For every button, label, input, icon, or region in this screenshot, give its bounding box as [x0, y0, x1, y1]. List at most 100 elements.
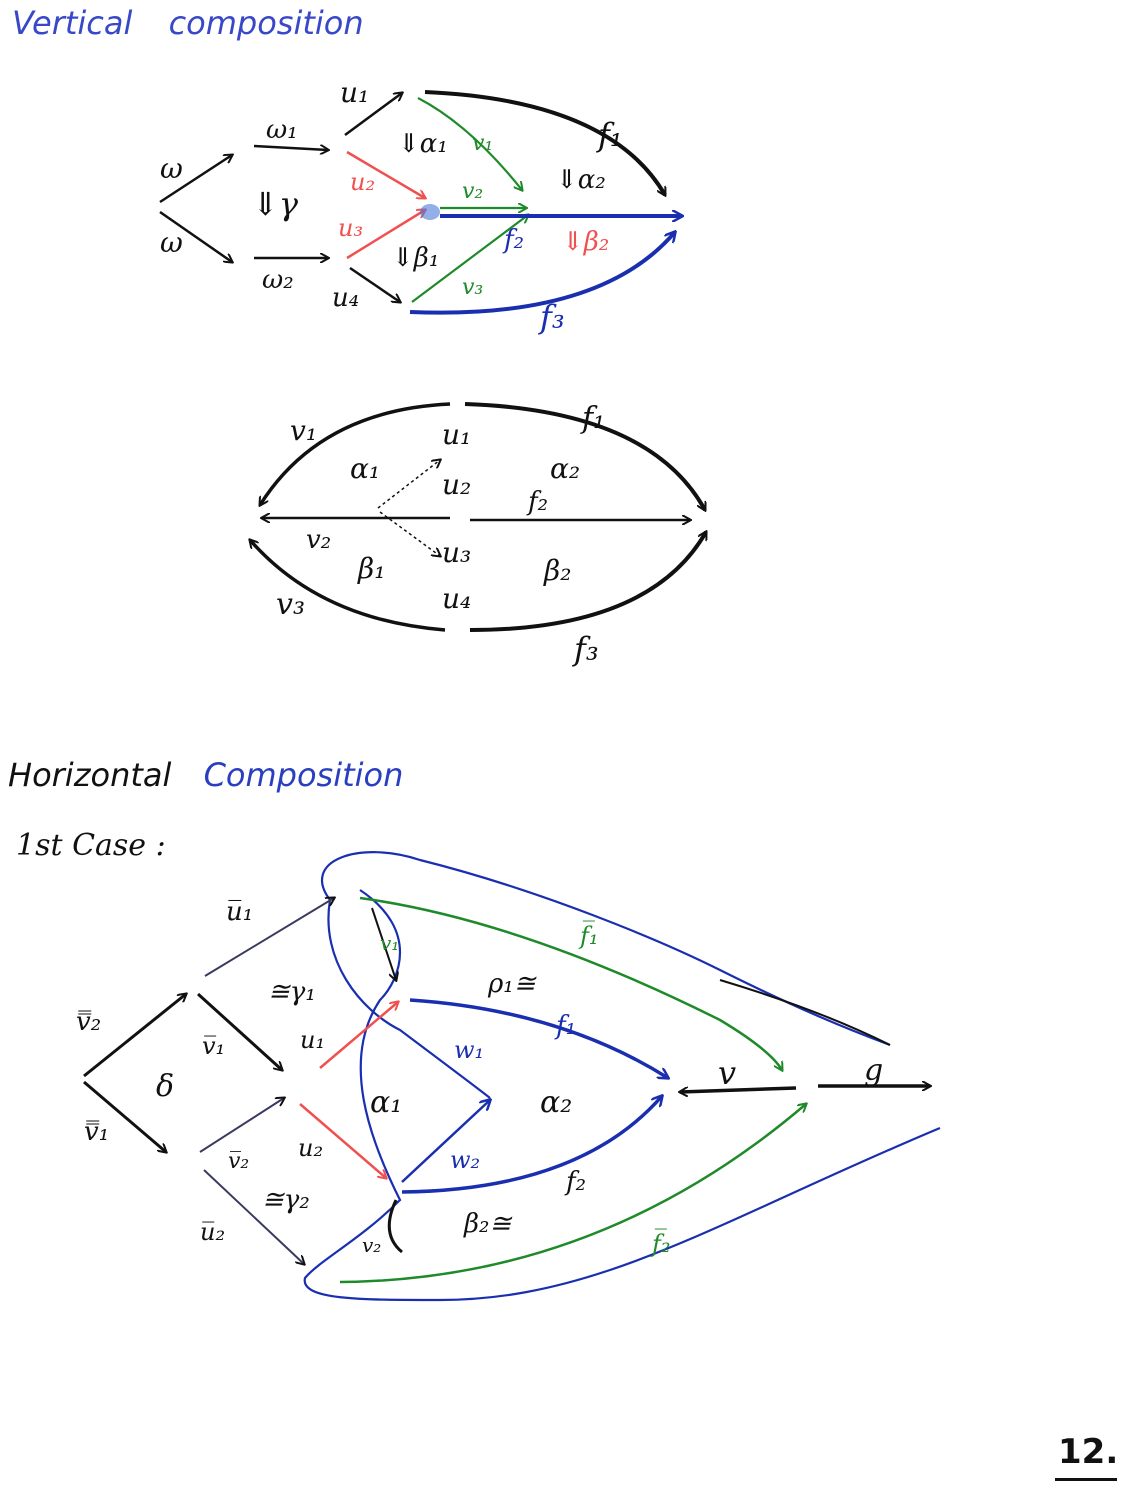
label-u1-d3: u₁: [300, 1026, 325, 1054]
label-v1-d1: v₁: [472, 131, 493, 156]
label-alpha1-d3: α₁: [370, 1085, 402, 1120]
label-vb2: v̅₂: [228, 1149, 249, 1174]
section-title-horizontal-composition: Horizontal Composition: [8, 756, 403, 794]
label-delta: δ: [156, 1069, 174, 1104]
label-u4: u₄: [332, 283, 359, 313]
label-v2-d3: v₂: [362, 1233, 381, 1257]
arrow-v1: [417, 97, 522, 190]
dotted-arrow-up: [377, 460, 440, 509]
label-beta1-d2: β₁: [357, 552, 385, 585]
label-omega1: ω₁: [266, 115, 298, 145]
arrow-v1-d3: [371, 907, 396, 980]
arrow-vbb1: [83, 1080, 166, 1152]
arrow-f1-d2: [464, 402, 707, 510]
arrow-vb1: [196, 992, 282, 1070]
label-ub2: u̅₂: [200, 1218, 225, 1246]
label-u3: u₃: [338, 214, 363, 242]
arrow-u2: [346, 150, 425, 198]
dotted-arrow-down: [379, 511, 440, 556]
label-w1: w₁: [454, 1036, 484, 1064]
arrow-f1-d3: [409, 998, 668, 1078]
label-f2-d3: f₂: [564, 1167, 586, 1197]
arrow-v1-d2: [260, 402, 451, 505]
arrow-f3: [409, 232, 675, 315]
arrow-fb2: [339, 1104, 806, 1284]
label-beta2-d2: β₂: [543, 554, 571, 587]
arrow-f2-d3: [401, 1096, 662, 1194]
label-f3-d1: f₃: [538, 298, 565, 336]
label-beta2-d1: ⇓β₂: [562, 227, 609, 257]
label-f2-d1: f₂: [502, 225, 524, 255]
label-v3-d1: v₃: [462, 275, 483, 300]
label-v1-d2: v₁: [290, 414, 317, 447]
label-u2: u₂: [350, 168, 375, 196]
black-tail-upper: [719, 979, 891, 1046]
section-title-vertical-composition: Vertical composition: [12, 4, 364, 42]
label-alpha1-d1: ⇓α₁: [398, 129, 448, 159]
arrow-omega1: [253, 146, 328, 150]
label-f1-d1: f₁: [596, 116, 623, 154]
label-fb2: f̅₂: [650, 1229, 671, 1258]
label-gamma: ⇓γ: [252, 185, 299, 223]
arrow-w2: [401, 1100, 490, 1183]
case-label: 1st Case :: [16, 828, 166, 863]
label-vbb1: v̿₁: [84, 1117, 109, 1147]
arrow-u3: [346, 210, 425, 260]
label-v2-d1: v₂: [462, 179, 483, 204]
label-beta1-d1: ⇓β₁: [392, 243, 439, 273]
label-v3-d2: v₃: [276, 587, 305, 622]
label-u4-d2: u₄: [442, 582, 471, 615]
arrow-v3-d2: [250, 540, 446, 632]
arrow-u4: [349, 266, 400, 302]
label-u2-d2: u₂: [442, 468, 471, 501]
label-f2-d2: f₂: [526, 487, 548, 517]
heading-word-vertical: Vertical: [12, 4, 133, 42]
label-vbb2: v̿₂: [76, 1007, 101, 1037]
label-alpha2-d3: α₂: [540, 1085, 572, 1120]
label-u2-d3: u₂: [298, 1134, 323, 1162]
arrow-u1-d3: [319, 1002, 398, 1069]
arrow-v-d3: [680, 1086, 797, 1092]
arrow-u1: [344, 93, 402, 137]
arrow-omega-top: [159, 155, 232, 204]
page-number-underline: [1055, 1478, 1117, 1481]
arrow-u2-d3: [299, 1103, 386, 1178]
arrow-v3: [411, 215, 528, 303]
label-omega-top: ω: [160, 152, 183, 185]
arrow-vb2: [199, 1098, 284, 1153]
label-v1-d3: v₁: [380, 931, 399, 955]
junction-smudge: [420, 204, 440, 220]
label-u1: u₁: [340, 76, 369, 109]
arrow-ub2: [203, 1169, 304, 1264]
label-f3-d2: f₃: [572, 630, 599, 668]
label-ub1: u̅₁: [226, 897, 253, 927]
blue-loop-upper: [321, 851, 891, 1047]
blue-loop-lower: [303, 889, 941, 1302]
heading-word-horizontal: Horizontal: [8, 756, 172, 794]
label-gamma1: ≅γ₁: [268, 977, 316, 1007]
arrow-fb1: [359, 896, 782, 1070]
label-fb1: f̅₁: [578, 921, 599, 950]
label-alpha2-d2: α₂: [550, 452, 580, 485]
label-w2: w₂: [450, 1146, 480, 1174]
label-omega-bottom: ω: [160, 226, 183, 259]
label-u1-d2: u₁: [442, 418, 471, 451]
label-gamma2: ≅γ₂: [262, 1185, 310, 1215]
arrow-ub1: [204, 898, 334, 977]
label-v2-d2: v₂: [306, 525, 331, 555]
arrow-omega-bottom: [159, 210, 232, 262]
label-vb1: v̅₁: [202, 1032, 225, 1060]
arrow-vbb2: [83, 994, 186, 1078]
label-g: g: [864, 1053, 883, 1088]
diagram-horizontal-composition: v̿₂ v̿₁ δ u̅₁ v̅₁ v̅₂ u̅₂ ≅γ₁ ≅γ₂ u₁ u₂ …: [76, 851, 941, 1302]
label-rho1: ρ₁≅: [487, 969, 537, 999]
heading-word-composition: composition: [168, 4, 364, 42]
label-alpha2-d1: ⇓α₂: [556, 165, 606, 195]
diagram-vertical-composition-1: ω ω ω₁ ω₂ ⇓γ u₁ u₂ u₃ u₄ ⇓α₁ ⇓β₁ v₁ v₂ v…: [159, 76, 682, 336]
heading-word-composition-2: Composition: [203, 756, 404, 794]
label-u3-d2: u₃: [442, 536, 471, 569]
arrow-v2-d3: [387, 1199, 404, 1254]
label-f1-d3: f₁: [554, 1011, 576, 1041]
diagram-vertical-composition-2: v₁ α₁ u₁ u₂ v₂ β₁ u₃ u₄ v₃ f₁ α₂ f₂ β₂ f…: [250, 401, 708, 668]
label-v-d3: v: [718, 1054, 736, 1092]
